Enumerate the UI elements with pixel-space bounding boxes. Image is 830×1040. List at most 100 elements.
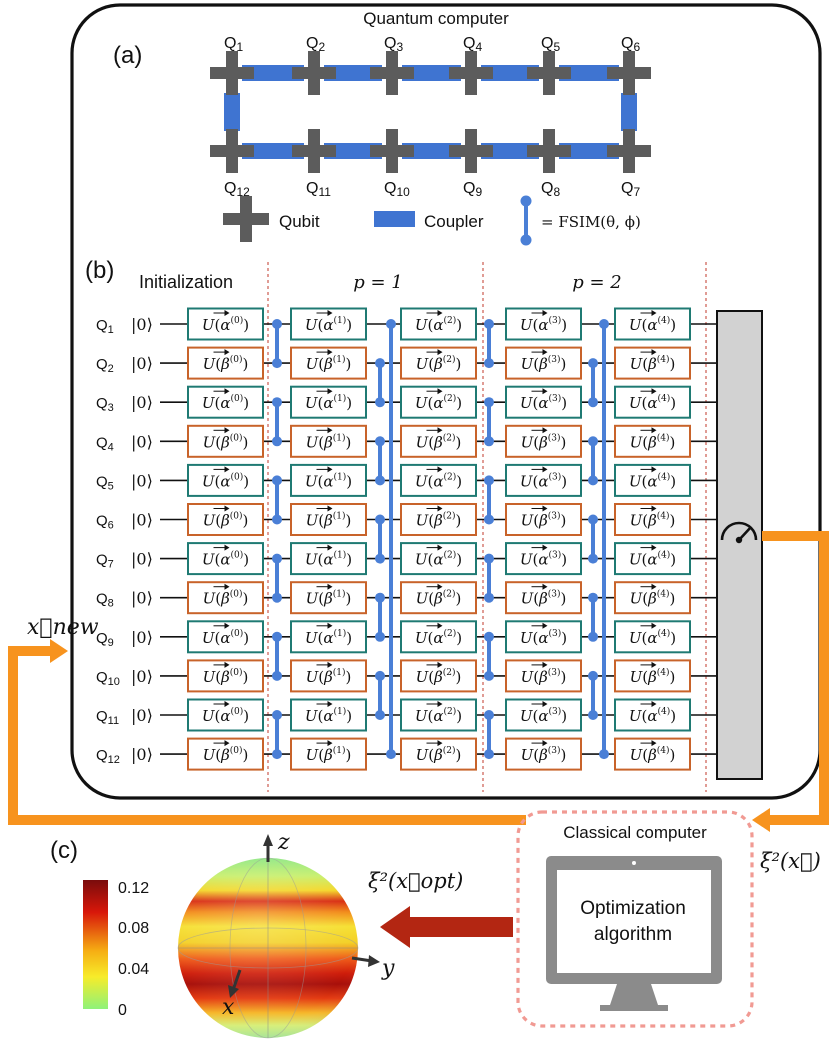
fsim-p1b-9 <box>484 631 494 681</box>
fsim-p2a-6 <box>588 514 598 564</box>
ket-zero-q5: |0⟩ <box>131 471 153 490</box>
svg-text:U(β(3)): U(β(3)) <box>521 667 567 686</box>
svg-text:U(β(0)): U(β(0)) <box>203 432 249 451</box>
svg-text:U(β(1)): U(β(1)) <box>306 511 352 530</box>
coupler-top-3 <box>402 65 461 81</box>
gate-beta-L4-q12: U(β(4)) <box>614 737 691 771</box>
svg-text:U(β(3)): U(β(3)) <box>521 745 567 764</box>
bloch-axes <box>228 834 380 998</box>
gate-alpha-L4-q1: U(α(4)) <box>614 307 691 341</box>
coupler-top-2 <box>324 65 382 81</box>
chip-label-q10: Q10 <box>384 180 410 199</box>
fsim-p1b-11 <box>484 710 494 760</box>
qubit-bottom-4 <box>449 129 493 173</box>
svg-text:U(α(3)): U(α(3)) <box>520 471 567 490</box>
svg-text:U(β(4)): U(β(4)) <box>630 511 676 530</box>
svg-text:U(α(3)): U(α(3)) <box>520 706 567 725</box>
xi-squared-label: ξ²(x⃗) <box>760 849 821 873</box>
quantum-computer-frame <box>70 3 822 800</box>
qubit-legend-icon <box>223 196 269 242</box>
svg-text:U(β(2)): U(β(2)) <box>416 589 462 608</box>
fsim-p1a-10 <box>375 670 385 720</box>
qubit-chip-layout <box>210 51 651 173</box>
ket-zero-q1: |0⟩ <box>131 315 153 334</box>
svg-text:U(β(4)): U(β(4)) <box>630 745 676 764</box>
fsim-p1-wrap <box>386 319 396 760</box>
svg-text:U(α(2)): U(α(2)) <box>415 628 462 647</box>
meter-icon <box>720 521 758 544</box>
gate-beta-L2-q8: U(β(2)) <box>400 581 477 615</box>
panel-b-label: (b) <box>85 257 114 284</box>
row-label-q4: Q4 <box>96 434 114 453</box>
fsim-p2a-8 <box>588 592 598 642</box>
gate-alpha-L3-q1: U(α(3)) <box>505 307 582 341</box>
chip-label-q3: Q3 <box>384 35 403 54</box>
gate-beta-L4-q10: U(β(4)) <box>614 659 691 693</box>
svg-text:U(α(0)): U(α(0)) <box>202 628 249 647</box>
gate-alpha-L0-q1: U(α(0)) <box>187 307 264 341</box>
colorbar-tick-0: 0 <box>118 1002 127 1019</box>
gate-alpha-L3-q11: U(α(3)) <box>505 698 582 732</box>
gate-alpha-L3-q5: U(α(3)) <box>505 463 582 497</box>
ket-zero-q11: |0⟩ <box>131 706 153 725</box>
svg-text:U(β(0)): U(β(0)) <box>203 745 249 764</box>
gate-alpha-L2-q7: U(α(2)) <box>400 542 477 576</box>
measurement-block <box>716 310 763 780</box>
classical-computer-box <box>516 810 754 1028</box>
gate-alpha-L1-q11: U(α(1)) <box>290 698 367 732</box>
svg-text:U(α(1)): U(α(1)) <box>305 550 352 569</box>
svg-text:U(α(0)): U(α(0)) <box>202 471 249 490</box>
row-label-q9: Q9 <box>96 630 114 649</box>
chip-label-q11: Q11 <box>306 180 331 199</box>
colorbar <box>83 880 108 1009</box>
row-label-q3: Q3 <box>96 395 114 414</box>
fsim-p1a-6 <box>375 514 385 564</box>
gate-alpha-L2-q3: U(α(2)) <box>400 385 477 419</box>
fsim-init-1 <box>272 319 282 369</box>
gate-alpha-L0-q3: U(α(0)) <box>187 385 264 419</box>
qubit-top-5 <box>527 51 571 95</box>
qubit-top-6 <box>607 51 651 95</box>
svg-text:U(α(1)): U(α(1)) <box>305 628 352 647</box>
gate-beta-L1-q2: U(β(1)) <box>290 346 367 380</box>
panel-c-label: (c) <box>50 837 78 864</box>
gate-beta-L1-q6: U(β(1)) <box>290 503 367 536</box>
feedback-loop <box>8 531 829 832</box>
svg-text:U(β(3)): U(β(3)) <box>521 511 567 530</box>
qubit-top-4 <box>449 51 493 95</box>
qubit-top-2 <box>292 51 336 95</box>
row-label-q8: Q8 <box>96 591 114 610</box>
coupler-bottom-5 <box>559 143 619 159</box>
svg-text:U(β(4)): U(β(4)) <box>630 589 676 608</box>
svg-text:U(β(0)): U(β(0)) <box>203 511 249 530</box>
chip-label-q9: Q9 <box>463 180 482 199</box>
gate-alpha-L1-q3: U(α(1)) <box>290 385 367 419</box>
gate-alpha-L4-q7: U(α(4)) <box>614 542 691 576</box>
ket-zero-q6: |0⟩ <box>131 511 153 530</box>
gate-beta-L3-q8: U(β(3)) <box>505 581 582 615</box>
svg-text:U(α(4)): U(α(4)) <box>629 315 676 334</box>
fsim-init-5 <box>272 475 282 525</box>
fsim-init-11 <box>272 710 282 760</box>
monitor-line-1: Optimization <box>580 898 686 919</box>
fsim-gate-legend-label: = FSIM(θ, ϕ) <box>541 213 641 231</box>
fsim-init-3 <box>272 397 282 447</box>
qubit-bottom-2 <box>292 129 336 173</box>
gate-beta-L0-q12: U(β(0)) <box>187 737 264 771</box>
svg-text:U(α(1)): U(α(1)) <box>305 471 352 490</box>
qubit-bottom-5 <box>527 129 571 173</box>
gate-alpha-L2-q11: U(α(2)) <box>400 698 477 732</box>
svg-text:U(α(3)): U(α(3)) <box>520 315 567 334</box>
fsim-p1a-4 <box>375 436 385 486</box>
svg-text:U(β(3)): U(β(3)) <box>521 432 567 451</box>
svg-text:U(β(0)): U(β(0)) <box>203 667 249 686</box>
svg-text:U(α(1)): U(α(1)) <box>305 315 352 334</box>
coupler-right <box>621 93 637 131</box>
fsim-init-7 <box>272 553 282 603</box>
gate-alpha-L4-q3: U(α(4)) <box>614 385 691 419</box>
fsim-p1b-1 <box>484 319 494 369</box>
svg-text:U(α(2)): U(α(2)) <box>415 471 462 490</box>
qubit-bottom-3 <box>370 129 414 173</box>
section-p2: p = 2 <box>572 272 622 293</box>
